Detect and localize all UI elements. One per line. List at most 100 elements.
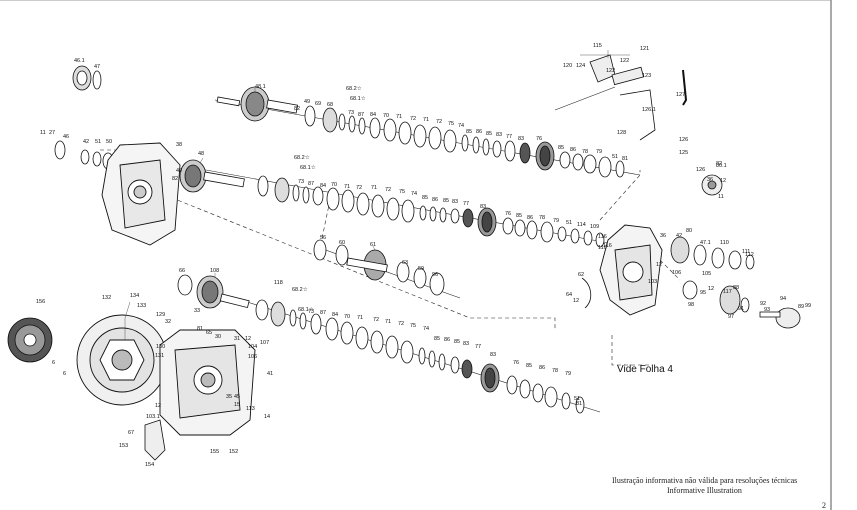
part-label: 73 xyxy=(308,309,314,315)
part-label: 81 xyxy=(197,326,203,332)
part-label: 96 xyxy=(432,272,438,278)
part-label: 85 xyxy=(466,129,472,135)
sensor-assembly xyxy=(589,54,688,141)
part-label: 46 xyxy=(63,134,69,140)
part-label: 38 xyxy=(176,142,182,148)
lower-shaft-assembly xyxy=(177,274,585,414)
part-label: 85 xyxy=(486,131,492,137)
part-label: 72 xyxy=(398,321,404,327)
part-label: 109 xyxy=(590,224,599,230)
part-label: 120 xyxy=(563,63,572,69)
part-label: 78 xyxy=(582,149,588,155)
part-label: 132 xyxy=(102,295,111,301)
part-label: 129 xyxy=(156,312,165,318)
part-label: 68.1☆ xyxy=(350,95,366,102)
flywheel-housing xyxy=(76,314,168,406)
part-label: 75 xyxy=(448,121,454,127)
part-label: 46.1 xyxy=(74,58,85,64)
clutch-disc xyxy=(7,317,53,363)
part-label: 74 xyxy=(458,123,464,129)
part-label: 114 xyxy=(577,222,586,228)
part-label: 85 xyxy=(422,195,428,201)
part-label: 30 xyxy=(215,334,221,340)
part-label: 124 xyxy=(576,63,585,69)
part-label: 131 xyxy=(155,353,164,359)
part-label: 126 xyxy=(679,137,688,143)
part-label: 99 xyxy=(805,303,811,309)
part-label: 78 xyxy=(539,215,545,221)
part-label: 85 xyxy=(454,339,460,345)
part-label: 153 xyxy=(119,443,128,449)
part-label: 51 xyxy=(574,396,580,402)
part-label: 72 xyxy=(436,119,442,125)
part-label: 71 xyxy=(371,185,377,191)
part-label: 81 xyxy=(622,156,628,162)
part-label: 80 xyxy=(686,228,692,234)
part-label: 72 xyxy=(373,317,379,323)
part-label: 65 xyxy=(206,330,212,336)
part-label: 42 xyxy=(83,139,89,145)
part-label: 133 xyxy=(137,303,146,309)
part-label: 103 xyxy=(648,279,657,285)
part-label: 68.2☆ xyxy=(294,154,310,161)
part-label: 155 xyxy=(210,449,219,455)
part-label: 79 xyxy=(596,149,602,155)
part-label: 73 xyxy=(348,110,354,116)
part-label: 41 xyxy=(267,371,273,377)
part-label: 77 xyxy=(475,344,481,350)
part-label: 27 xyxy=(49,130,55,136)
part-label: 74 xyxy=(411,191,417,197)
part-label: 72 xyxy=(385,187,391,193)
part-label: 83 xyxy=(480,204,486,210)
part-label: 15 xyxy=(234,402,240,408)
part-label: 88 xyxy=(733,285,739,291)
part-label: 12 xyxy=(708,286,714,292)
part-label: 70 xyxy=(331,182,337,188)
part-label: 87 xyxy=(308,181,314,187)
part-label: 85 xyxy=(516,213,522,219)
part-label: 86 xyxy=(444,337,450,343)
part-label: 51 xyxy=(95,139,101,145)
part-label: 12 xyxy=(245,336,251,342)
part-label: 79 xyxy=(565,371,571,377)
part-label: 68.1☆ xyxy=(298,306,314,313)
part-label: 76 xyxy=(505,211,511,217)
part-label: 51 xyxy=(566,220,572,226)
part-label: 71 xyxy=(423,117,429,123)
reference-note: Vide Folha 4 xyxy=(617,364,673,375)
part-label: 117 xyxy=(723,289,732,295)
disclaimer-portuguese: Ilustração informativa não válida para r… xyxy=(612,476,797,485)
part-label: 79 xyxy=(553,218,559,224)
part-label: 35 xyxy=(226,394,232,400)
part-label: 64 xyxy=(566,292,572,298)
part-label: 62 xyxy=(578,272,584,278)
part-label: 51 xyxy=(612,154,618,160)
part-label: 36 xyxy=(707,177,713,183)
part-label: 125 xyxy=(679,150,688,156)
part-label: 59 xyxy=(418,266,424,272)
part-label: 87 xyxy=(320,310,326,316)
rear-housing xyxy=(599,224,663,316)
part-label: 83 xyxy=(463,341,469,347)
upper-shaft-assembly xyxy=(216,86,625,178)
part-label: 45 xyxy=(234,394,240,400)
part-label: 63 xyxy=(402,260,408,266)
part-label: 68.1☆ xyxy=(300,164,316,171)
rear-cover-parts xyxy=(670,174,801,329)
part-label: 71 xyxy=(357,315,363,321)
part-label: 68.2☆ xyxy=(292,286,308,293)
part-label: 82 xyxy=(294,106,300,112)
part-label: 156 xyxy=(36,299,45,305)
part-label: 14 xyxy=(264,414,270,420)
part-label: 68.2☆ xyxy=(346,85,362,92)
part-label: 82 xyxy=(172,176,178,182)
part-label: 61 xyxy=(370,242,376,248)
part-label: 106 xyxy=(248,354,257,360)
part-label: 66 xyxy=(179,268,185,274)
part-label: 50 xyxy=(106,139,112,145)
part-label: 130 xyxy=(156,344,165,350)
part-label: 56 xyxy=(320,235,326,241)
part-label: 111 xyxy=(742,249,750,255)
part-label: 93 xyxy=(764,307,770,313)
